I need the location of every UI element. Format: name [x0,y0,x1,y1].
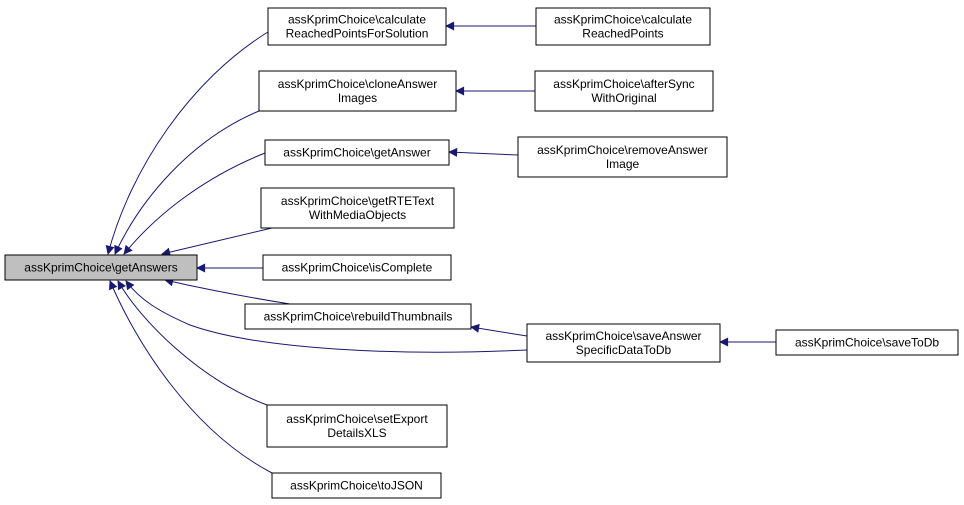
edge-removeAnswerImage-to-getAnswer [448,147,519,157]
node-box [517,136,728,178]
node-label: Image [606,157,640,171]
node-box [526,323,721,363]
node-getAnswers[interactable]: assKprimChoice\getAnswers [4,254,198,281]
node-label: assKprimChoice\setExport [286,412,428,426]
node-label: assKprimChoice\saveAnswer [545,329,701,343]
edge-saveAnswerSpecific-to-rebuildThumbnails [470,323,528,337]
node-label: WithMediaObjects [309,208,406,222]
node-label: assKprimChoice\getAnswers [24,261,177,275]
edge-toJSON-to-getAnswers [109,280,273,474]
node-label: SpecificDataToDb [576,343,672,357]
node-label: assKprimChoice\rebuildThumbnails [264,310,453,324]
node-box [775,329,959,356]
node-label: assKprimChoice\cloneAnswer [278,77,437,91]
node-saveToDb[interactable]: assKprimChoice\saveToDb [775,329,959,356]
edge-calcForSolution-to-getAnswers [105,31,269,255]
node-label: assKprimChoice\getAnswer [283,146,430,160]
node-box [267,7,447,46]
node-isComplete[interactable]: assKprimChoice\isComplete [262,254,452,281]
node-label: assKprimChoice\afterSync [553,77,694,91]
node-label: assKprimChoice\getRTEText [281,194,435,208]
node-box [264,139,450,166]
edge-saveAnswerSpecific-to-getAnswers [125,280,528,353]
node-box [535,7,711,46]
node-getRTEText[interactable]: assKprimChoice\getRTETextWithMediaObject… [260,187,455,229]
edge-cloneAnswerImages-to-getAnswers [114,110,260,255]
node-label: ReachedPoints [582,27,663,41]
node-box [262,254,452,281]
edge-setExportDetailsXLS-to-getAnswers [117,280,268,406]
node-label: assKprimChoice\calculate [288,13,426,27]
node-box [260,187,455,229]
node-calcForSolution[interactable]: assKprimChoice\calculateReachedPointsFor… [267,7,447,46]
nodes-layer: assKprimChoice\getAnswers assKprimChoice\… [4,7,959,499]
edges-layer [105,21,776,474]
node-rebuildThumbnails[interactable]: assKprimChoice\rebuildThumbnails [244,303,472,330]
node-label: ReachedPointsForSolution [286,27,429,41]
node-label: assKprimChoice\toJSON [290,479,423,493]
node-saveAnswerSpecific[interactable]: assKprimChoice\saveAnswerSpecificDataToD… [526,323,721,363]
node-label: assKprimChoice\isComplete [282,261,433,275]
node-label: assKprimChoice\saveToDb [795,336,939,350]
node-label: DetailsXLS [327,426,386,440]
node-box [258,70,457,112]
edge-getRTEText-to-getAnswers [161,227,273,257]
edge-getAnswer-to-getAnswers [123,152,266,255]
node-label: assKprimChoice\removeAnswer [537,143,708,157]
node-getAnswer[interactable]: assKprimChoice\getAnswer [264,139,450,166]
node-label: Images [338,91,377,105]
edge-rebuildThumbnails-to-getAnswers [164,277,291,305]
node-toJSON[interactable]: assKprimChoice\toJSON [271,472,442,499]
node-label: WithOriginal [591,91,656,105]
node-box [266,404,448,448]
node-box [534,70,714,112]
node-label: assKprimChoice\calculate [554,13,692,27]
node-box [4,254,198,281]
node-box [271,472,442,499]
node-box [244,303,472,330]
